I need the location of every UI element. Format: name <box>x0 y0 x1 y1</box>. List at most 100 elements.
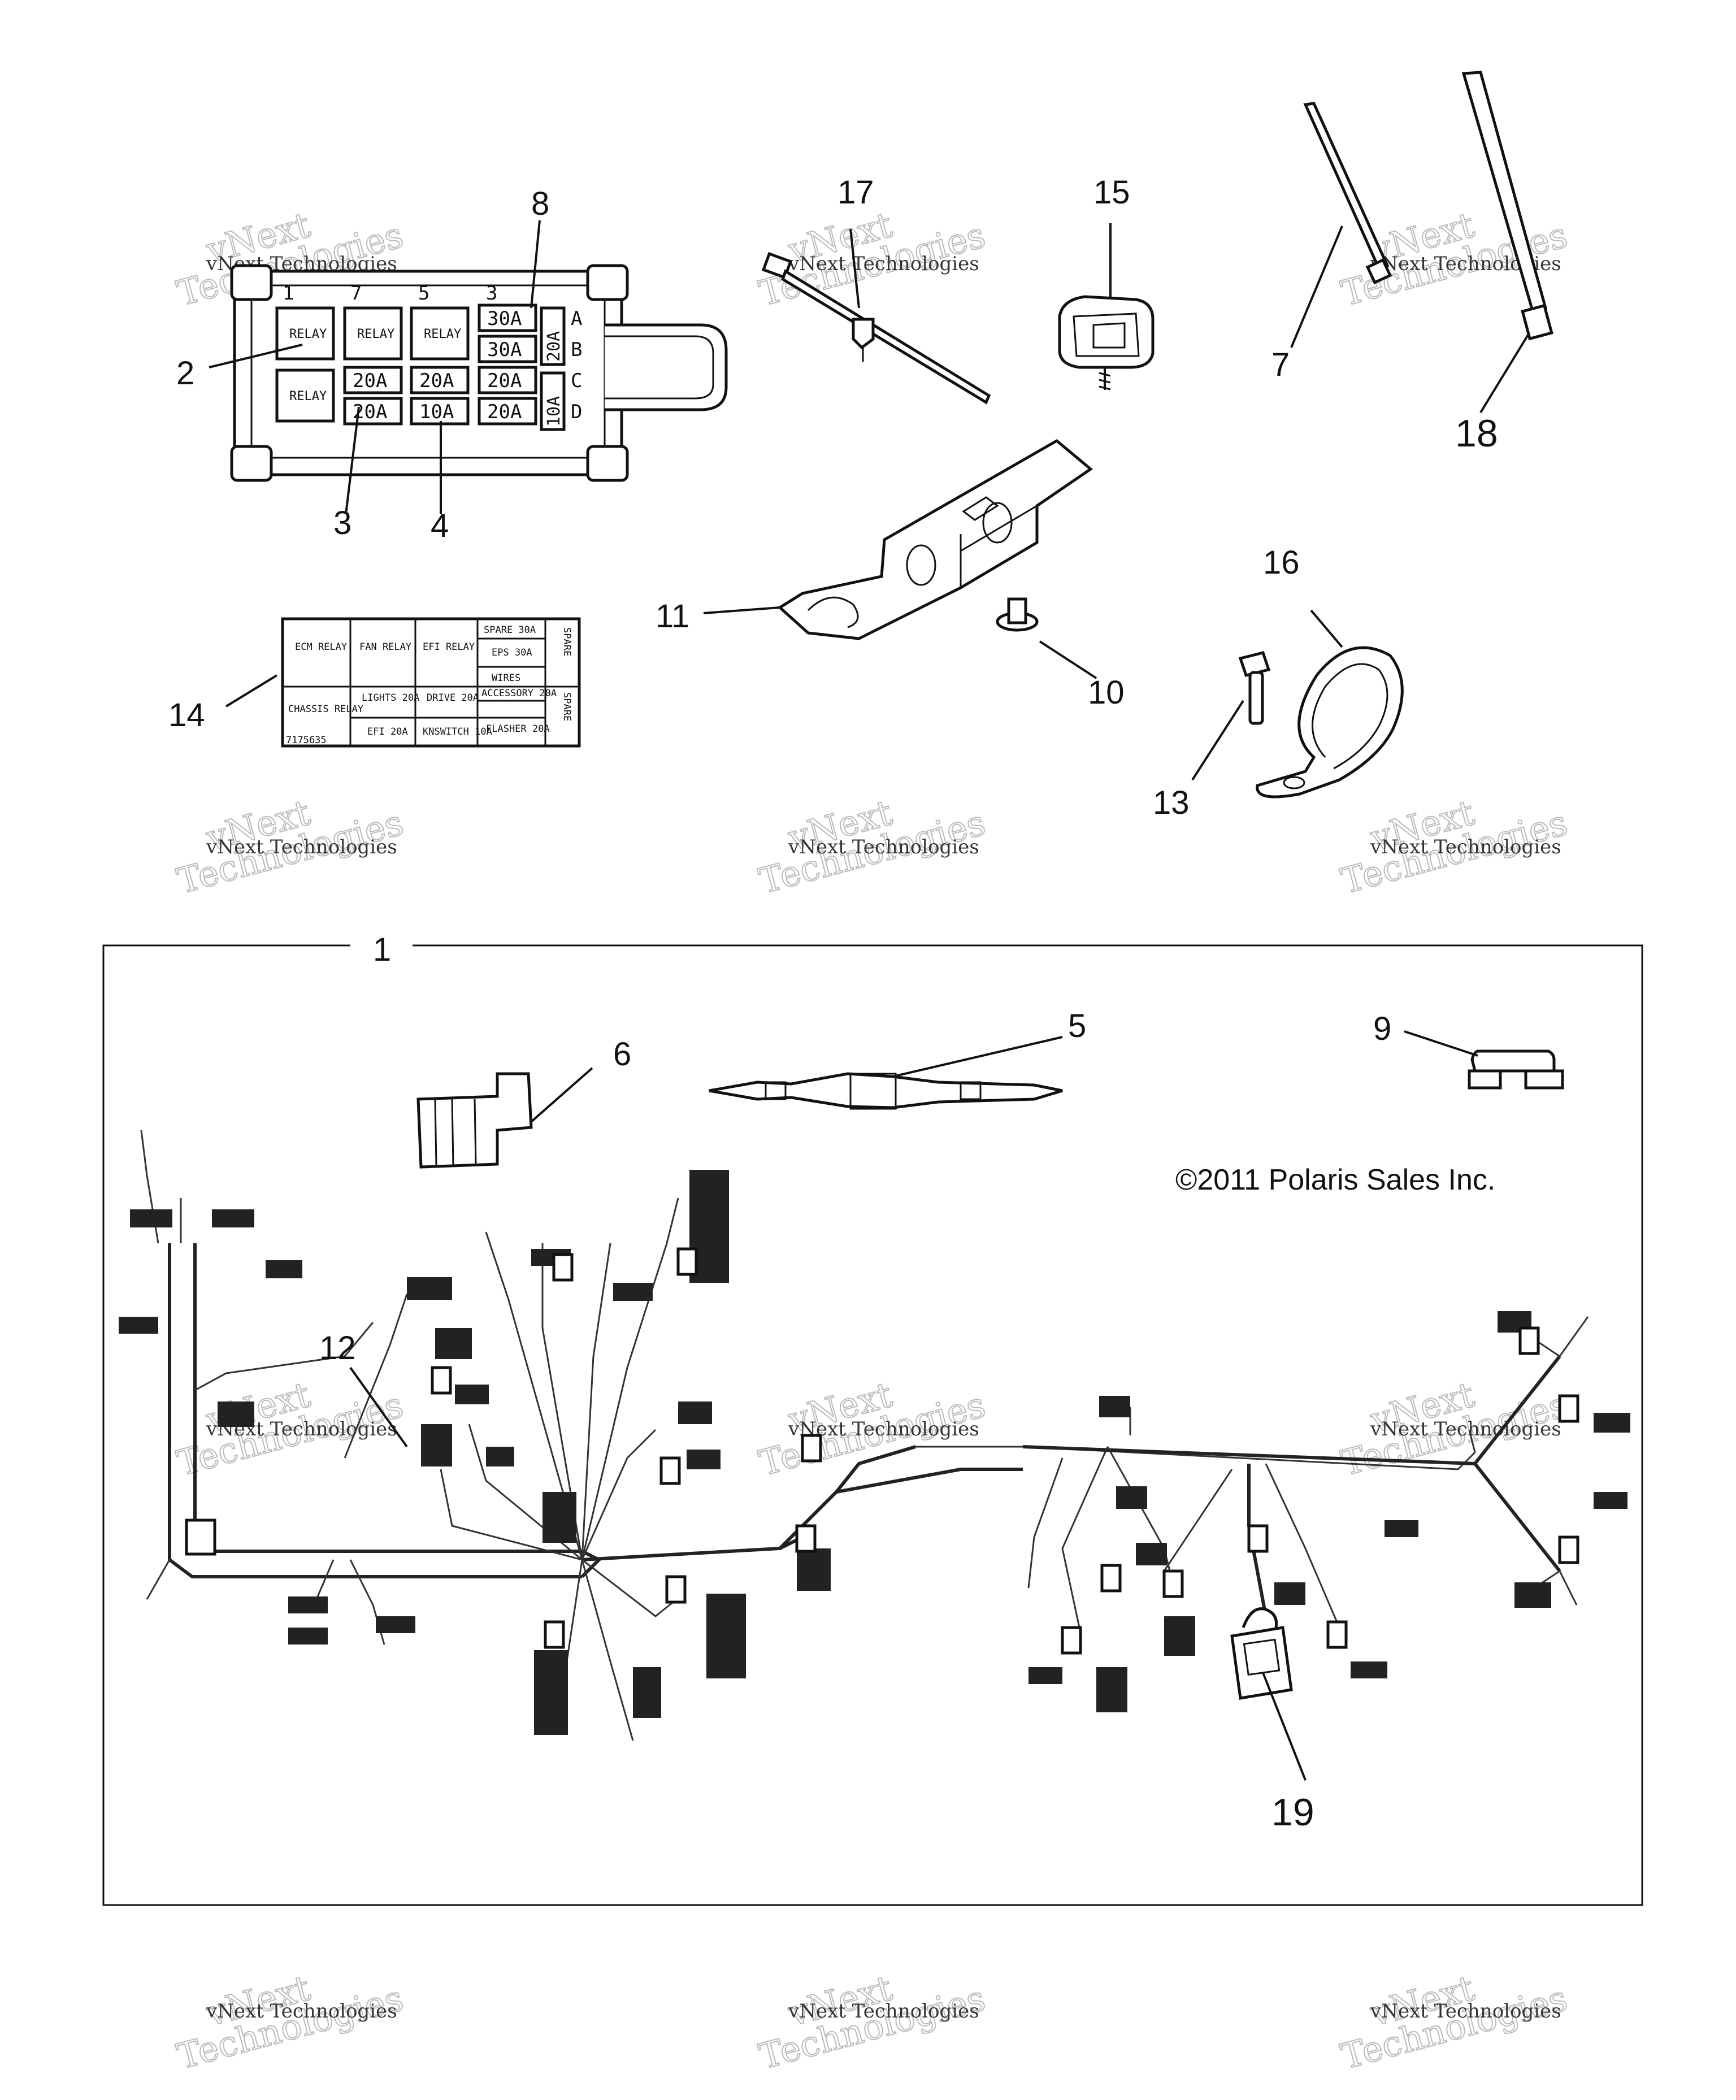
decal-knswitch: KNSWITCH 10A <box>423 726 492 737</box>
decal-eps: EPS 30A <box>492 647 532 658</box>
callout-1: 1 <box>373 931 391 968</box>
callout-10: 10 <box>1088 674 1125 711</box>
fuse <box>478 366 537 394</box>
watermark-text: vNext Technologies <box>788 253 979 275</box>
fuse-box-tab-number: 7 <box>350 282 362 305</box>
watermark-text: vNext Technologies <box>206 2000 397 2023</box>
fuse-box-tab-number: 5 <box>418 282 429 305</box>
harness-frame <box>102 944 1643 1906</box>
fuse-vertical <box>540 371 566 431</box>
watermark-text: vNext Technologies <box>206 836 397 858</box>
watermark-text: vNext Technologies <box>1370 2000 1561 2023</box>
fuse-box-tab-number: 1 <box>283 282 294 305</box>
relay-label: RELAY <box>289 327 327 341</box>
cable-tie-mount <box>761 251 991 405</box>
copyright: ©2011 Polaris Sales Inc. <box>1175 1164 1495 1196</box>
terminal-block-part-9 <box>1468 1049 1564 1090</box>
harness-connectors <box>185 1247 1579 1655</box>
callout-15: 15 <box>1093 174 1130 211</box>
bracket-part-11 <box>777 439 1093 640</box>
relay <box>410 306 470 361</box>
decal-ecm-relay: ECM RELAY <box>295 641 347 653</box>
callout-11: 11 <box>656 598 689 635</box>
fuse-rating: 20A <box>419 370 454 392</box>
relay-label: RELAY <box>357 327 394 341</box>
watermark-text: vNext Technologies <box>1370 836 1561 858</box>
callout-2: 2 <box>176 355 194 392</box>
fuse-rating: 30A <box>487 339 522 361</box>
fuse <box>410 366 470 394</box>
connector-part-15 <box>1058 295 1155 391</box>
push-rivet-part-10 <box>996 597 1039 632</box>
fuse-box-loop <box>605 323 728 411</box>
fuse-rating: 10A <box>419 401 454 423</box>
callout-4: 4 <box>431 507 449 544</box>
decal-accessory: ACCESSORY 20A <box>481 688 557 699</box>
callout-16: 16 <box>1263 544 1300 581</box>
fuse-rating: 20A <box>544 331 564 362</box>
fuse-box[interactable]: 1 7 5 3 RELAY RELAY RELAY RELAY 30A 30A … <box>230 264 728 482</box>
callout-6: 6 <box>613 1036 631 1073</box>
relay <box>275 306 335 361</box>
watermark-text: vNext Technologies <box>788 2000 979 2023</box>
inline-fuse-holder-part-5 <box>709 1072 1063 1110</box>
fuse <box>478 397 537 426</box>
harness-label-blocks <box>119 1170 1630 1735</box>
callout-19: 19 <box>1271 1791 1314 1834</box>
callout-8: 8 <box>531 185 549 222</box>
relay <box>343 306 403 361</box>
bolt-part-13 <box>1238 651 1271 725</box>
fuse-rating: 20A <box>353 370 387 392</box>
decal-spare: SPARE 30A <box>484 624 536 636</box>
callout-5: 5 <box>1068 1008 1086 1044</box>
connector-part-6 <box>416 1072 533 1169</box>
fuse-box-tab <box>230 264 273 301</box>
fuse-box-tab <box>586 264 629 301</box>
fuse <box>343 397 403 426</box>
callouts-top: 8 2 3 4 14 17 15 7 18 11 10 16 13 <box>168 174 1498 821</box>
fuse <box>410 397 470 426</box>
watermark-text: vNext Technologies <box>788 836 979 858</box>
relay-label: RELAY <box>424 327 461 341</box>
leader-lines <box>209 220 1544 781</box>
decal-fan-relay: FAN RELAY <box>359 641 411 653</box>
fuse <box>478 303 537 332</box>
fuse-label-decal: ECM RELAY FAN RELAY EFI RELAY SPARE 30A … <box>281 617 581 748</box>
cable-ties <box>1303 71 1553 341</box>
decal-side-spare: SPARE <box>561 627 572 656</box>
fuse <box>343 366 403 394</box>
diagnostic-connector-part-19 <box>1230 1607 1293 1700</box>
decal-part-number: 7175635 <box>286 735 327 746</box>
callout-9: 9 <box>1373 1010 1391 1047</box>
decal-drive: DRIVE 20A <box>427 692 479 704</box>
callout-14: 14 <box>168 697 205 734</box>
fuse-box-letter: D <box>571 401 582 423</box>
watermark-text: vNext Technologies <box>1370 1418 1561 1441</box>
decal-efi-relay: EFI RELAY <box>423 641 475 653</box>
fuse-box-letter: A <box>571 307 582 330</box>
fuse-box-letter: C <box>571 370 582 392</box>
decal-efi: EFI 20A <box>367 726 408 737</box>
fuse-rating: 10A <box>544 396 564 427</box>
callout-17: 17 <box>837 174 874 211</box>
decal-chassis-relay: CHASSIS RELAY <box>288 704 363 715</box>
fuse-box-tab <box>586 445 629 482</box>
fuse-rating: 20A <box>487 370 522 392</box>
decal-flasher: FLASHER 20A <box>486 723 550 735</box>
fuse-box-tab <box>230 445 273 482</box>
fuse-box-tab-number: 3 <box>486 282 497 305</box>
callout-18: 18 <box>1455 412 1498 455</box>
decal-wires: WIRES <box>492 672 520 684</box>
decal-lights: LIGHTS 20A <box>362 692 419 704</box>
relay <box>275 368 335 423</box>
callout-13: 13 <box>1153 784 1190 821</box>
decal-side-spare: SPARE <box>561 692 572 721</box>
decal-border <box>281 617 581 748</box>
clamp-part-16 <box>1256 646 1404 799</box>
relay-label: RELAY <box>289 389 327 403</box>
fuse-box-letter: B <box>571 339 582 361</box>
callout-12: 12 <box>319 1330 356 1366</box>
callout-3: 3 <box>333 505 351 541</box>
